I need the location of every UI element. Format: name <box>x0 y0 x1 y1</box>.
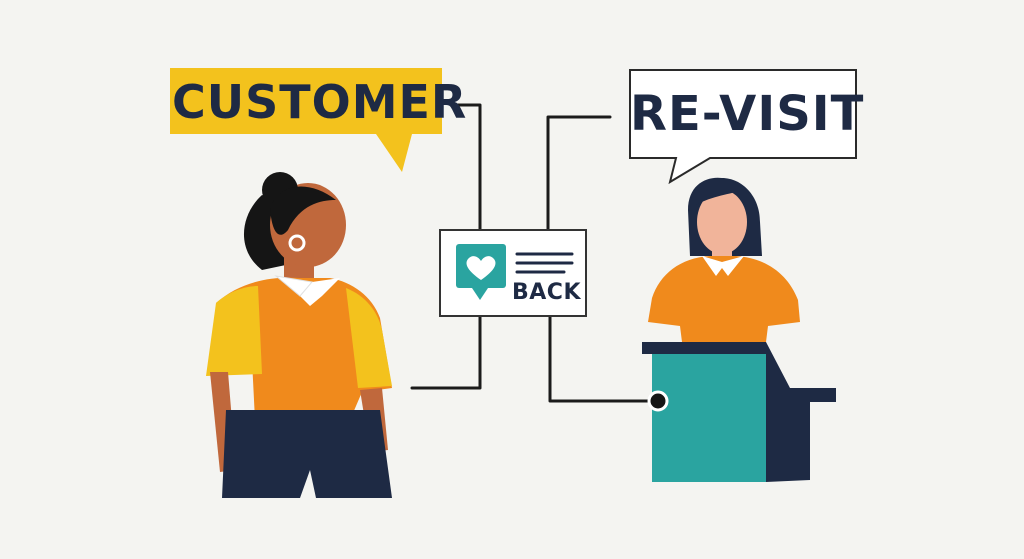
card-back-label: BACK <box>512 280 581 305</box>
feedback-card <box>439 229 587 317</box>
customer-person <box>206 172 392 498</box>
staff-person <box>648 177 800 342</box>
reception-desk <box>642 342 836 482</box>
revisit-speech-bubble <box>629 69 857 185</box>
heart-chat-icon <box>456 244 506 300</box>
connector-customer-to-card <box>455 103 482 232</box>
connector-revisit-to-card <box>546 115 612 232</box>
card-text-lines <box>515 252 574 274</box>
customer-speech-bubble <box>170 68 442 172</box>
connector-lines <box>410 103 654 403</box>
desk-connector-dot <box>647 390 669 412</box>
revisit-label: RE-VISIT <box>630 86 865 142</box>
customer-label: CUSTOMER <box>172 75 468 129</box>
connector-card-to-person <box>410 314 482 390</box>
connector-card-to-desk <box>548 314 654 403</box>
